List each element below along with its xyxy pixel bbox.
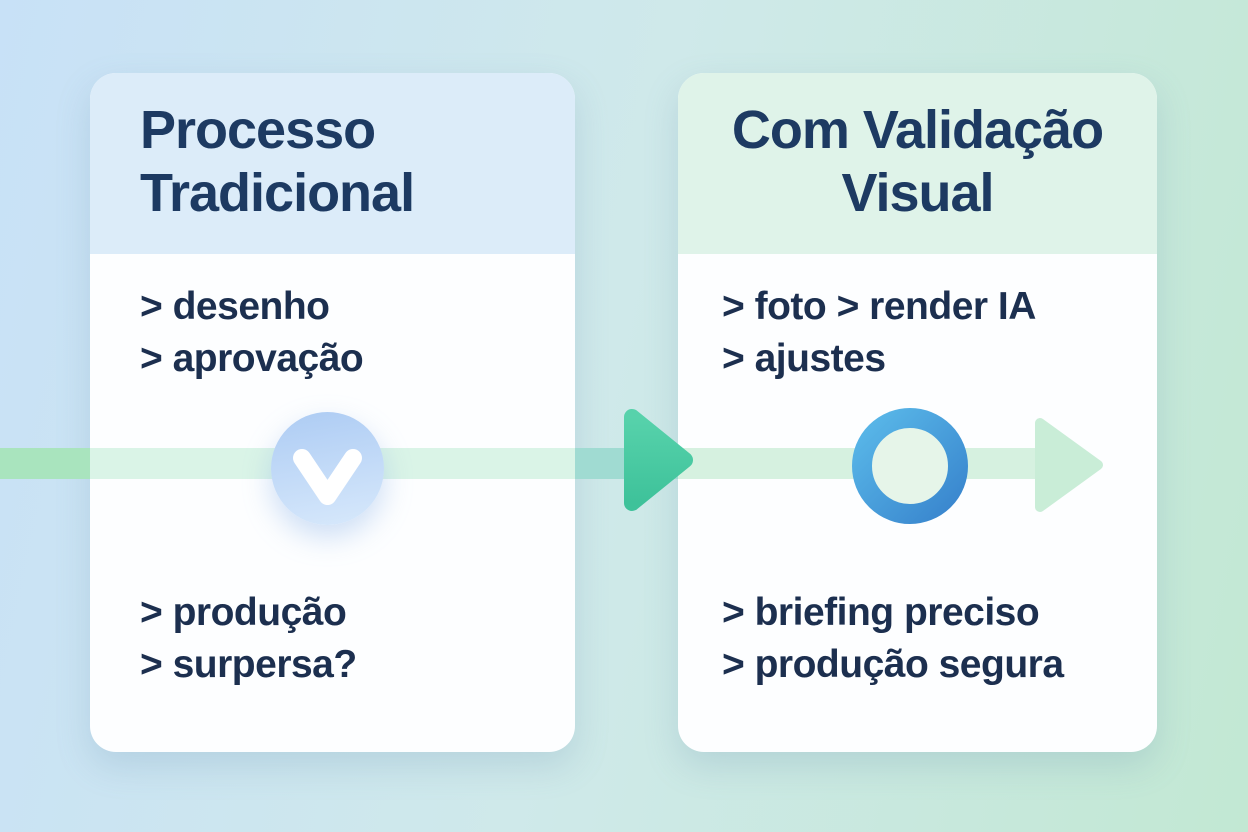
check-chevron-icon [293,449,362,505]
title-line: Com Validação [731,100,1104,160]
list-item: > ajustes [722,337,886,380]
validation-steps-top: > foto > render IA > ajustes [722,281,1036,385]
traditional-steps-bottom: > produção > surpersa? [140,587,357,691]
title-line: Processo [140,100,376,160]
title-line: Visual [841,163,994,223]
traditional-card-title: Processo Tradicional [90,73,575,225]
check-chevron-circle-icon [271,412,384,525]
list-item: > aprovação [140,337,364,380]
timeline-band-in-right-card [678,448,1036,479]
list-item: > briefing preciso [722,591,1040,634]
list-item: > surpersa? [140,643,357,686]
list-item: > produção segura [722,643,1064,686]
list-item: > foto > render IA [722,285,1036,328]
timeline-band-left-of-card [0,448,90,479]
traditional-card-header: Processo Tradicional [90,73,575,254]
list-item: > produção [140,591,347,634]
timeline-band-between-cards [575,448,678,479]
list-item: > desenho [140,285,330,328]
title-line: Tradicional [140,163,415,223]
validation-steps-bottom: > briefing preciso > produção segura [722,587,1064,691]
visual-validation-card-header: Com Validação Visual [678,73,1157,254]
traditional-steps-top: > desenho > aprovação [140,281,364,385]
visual-validation-card-title: Com Validação Visual [678,73,1157,225]
